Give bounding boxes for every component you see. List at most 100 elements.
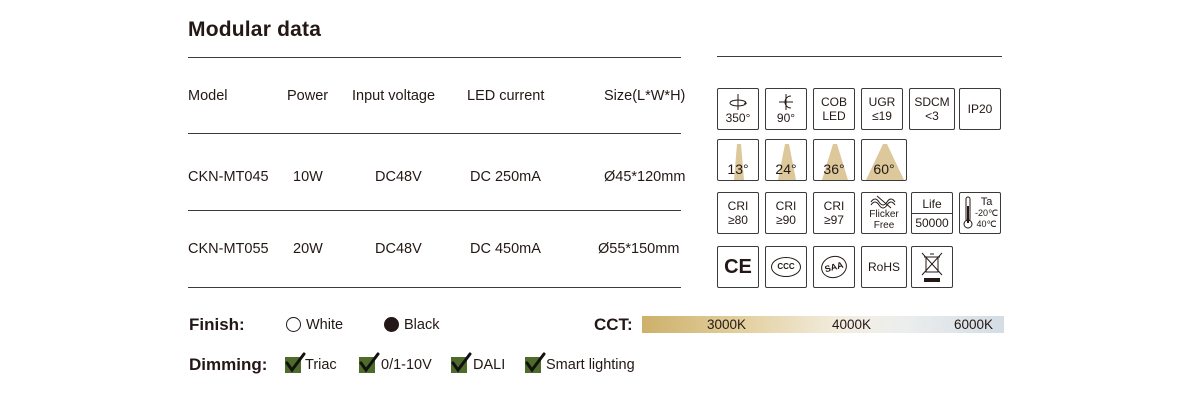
ta-icon: Ta -20℃ 40℃	[959, 192, 1001, 234]
cct-label: CCT:	[594, 315, 633, 334]
finish-black-label: Black	[404, 317, 440, 333]
row1-size: Ø45*120mm	[604, 169, 686, 185]
flicker-line2: Free	[873, 220, 895, 231]
rohs-label: RoHS	[867, 260, 900, 274]
row2-model: CKN-MT055	[188, 241, 269, 257]
cob-line2: LED	[822, 109, 846, 123]
beam-60-icon: 60°	[861, 139, 907, 181]
cct-gradient-bar	[642, 316, 1004, 333]
ta-line3: 40℃	[976, 219, 997, 229]
life-line1: Life	[912, 197, 952, 214]
saa-mark-icon: SAA	[813, 246, 855, 288]
rotation-label: 350°	[725, 111, 751, 125]
row2-size: Ø55*150mm	[598, 241, 680, 257]
sdcm-icon: SDCM <3	[909, 88, 955, 130]
header-model: Model	[188, 88, 228, 104]
dimming-010v-check-icon	[359, 352, 380, 373]
cct-3000k: 3000K	[707, 317, 747, 332]
flicker-line1: Flicker	[869, 209, 899, 220]
ta-text: Ta -20℃ 40℃	[975, 196, 998, 230]
ccc-mark-icon: CCC	[765, 246, 807, 288]
beam-24-label: 24°	[775, 161, 797, 177]
rotation-350-icon: 350°	[717, 88, 759, 130]
saa-seal: SAA	[818, 253, 850, 281]
header-input-voltage: Input voltage	[352, 88, 436, 104]
dimming-010v-label: 0/1-10V	[381, 357, 432, 373]
rotation-glyph	[729, 94, 747, 110]
cri-80-icon: CRI ≥80	[717, 192, 759, 234]
sdcm-line2: <3	[925, 109, 939, 123]
row2-input-voltage: DC48V	[375, 241, 422, 257]
ccc-oval: CCC	[771, 257, 801, 277]
cct-4000k: 4000K	[832, 317, 872, 332]
beam-13-label: 13°	[727, 161, 749, 177]
cob-line1: COB	[820, 95, 847, 109]
saa-label: SAA	[823, 259, 845, 274]
cri97-line1: CRI	[823, 199, 845, 213]
flicker-free-icon: Flicker Free	[861, 192, 907, 234]
crossed-bin-glyph	[921, 252, 943, 282]
cri90-line1: CRI	[775, 199, 797, 213]
cri80-line2: ≥80	[728, 213, 748, 227]
ugr-icon: UGR ≤19	[861, 88, 903, 130]
ugr-line1: UGR	[868, 95, 896, 109]
tilt-glyph	[779, 94, 793, 110]
row2-power: 20W	[293, 241, 323, 257]
dimming-label: Dimming:	[189, 355, 268, 374]
divider-row1	[188, 210, 681, 211]
weee-bin-icon	[911, 246, 953, 288]
cct-6000k: 6000K	[954, 317, 994, 332]
beam-60-shape	[866, 144, 904, 180]
beam-13-shape	[734, 144, 744, 180]
row1-model: CKN-MT045	[188, 169, 269, 185]
ip20-icon: IP20	[959, 88, 1001, 130]
dimming-dali-check-icon	[451, 352, 472, 373]
ce-mark-icon: CE	[717, 246, 759, 288]
beam-60-label: 60°	[873, 161, 895, 177]
page-title: Modular data	[188, 18, 322, 41]
dimming-dali-label: DALI	[473, 357, 506, 373]
ta-line1: Ta	[980, 196, 993, 208]
cri97-line2: ≥97	[824, 213, 844, 227]
divider-header	[188, 133, 681, 134]
beam-24-shape	[778, 144, 796, 180]
cri80-line1: CRI	[727, 199, 749, 213]
tilt-label: 90°	[776, 111, 796, 125]
divider-top-left	[188, 57, 681, 58]
beam-24-icon: 24°	[765, 139, 807, 181]
ta-line2: -20℃	[975, 208, 999, 218]
dimming-triac-label: Triac	[305, 357, 337, 373]
row2-led-current: DC 450mA	[470, 241, 541, 257]
beam-36-label: 36°	[823, 161, 845, 177]
beam-36-icon: 36°	[813, 139, 855, 181]
dimming-smart-label: Smart lighting	[546, 357, 635, 373]
beam-13-icon: 13°	[717, 139, 759, 181]
ip20-label: IP20	[967, 102, 993, 116]
tilt-90-icon: 90°	[765, 88, 807, 130]
dimming-smart-check-icon	[525, 352, 546, 373]
row1-led-current: DC 250mA	[470, 169, 541, 185]
row1-power: 10W	[293, 169, 323, 185]
cri-97-icon: CRI ≥97	[813, 192, 855, 234]
header-led-current: LED current	[467, 88, 545, 104]
life-icon: Life 50000	[911, 192, 953, 234]
cob-led-icon: COB LED	[813, 88, 855, 130]
ccc-label: CCC	[777, 262, 795, 271]
sdcm-line1: SDCM	[914, 95, 950, 109]
ugr-line2: ≤19	[872, 109, 892, 123]
finish-black-swatch	[384, 317, 399, 332]
life-line2: 50000	[915, 215, 949, 230]
finish-white-label: White	[306, 317, 344, 333]
finish-white-swatch	[286, 317, 301, 332]
finish-label: Finish:	[189, 315, 245, 334]
row1-input-voltage: DC48V	[375, 169, 422, 185]
cri-90-icon: CRI ≥90	[765, 192, 807, 234]
rohs-icon: RoHS	[861, 246, 907, 288]
ce-label: CE	[724, 256, 752, 278]
thermometer-icon	[963, 196, 973, 229]
cri90-line2: ≥90	[776, 213, 796, 227]
beam-36-shape	[822, 144, 848, 180]
flicker-glyph	[870, 195, 896, 209]
divider-row2	[188, 287, 681, 288]
divider-top-right	[717, 56, 1002, 57]
